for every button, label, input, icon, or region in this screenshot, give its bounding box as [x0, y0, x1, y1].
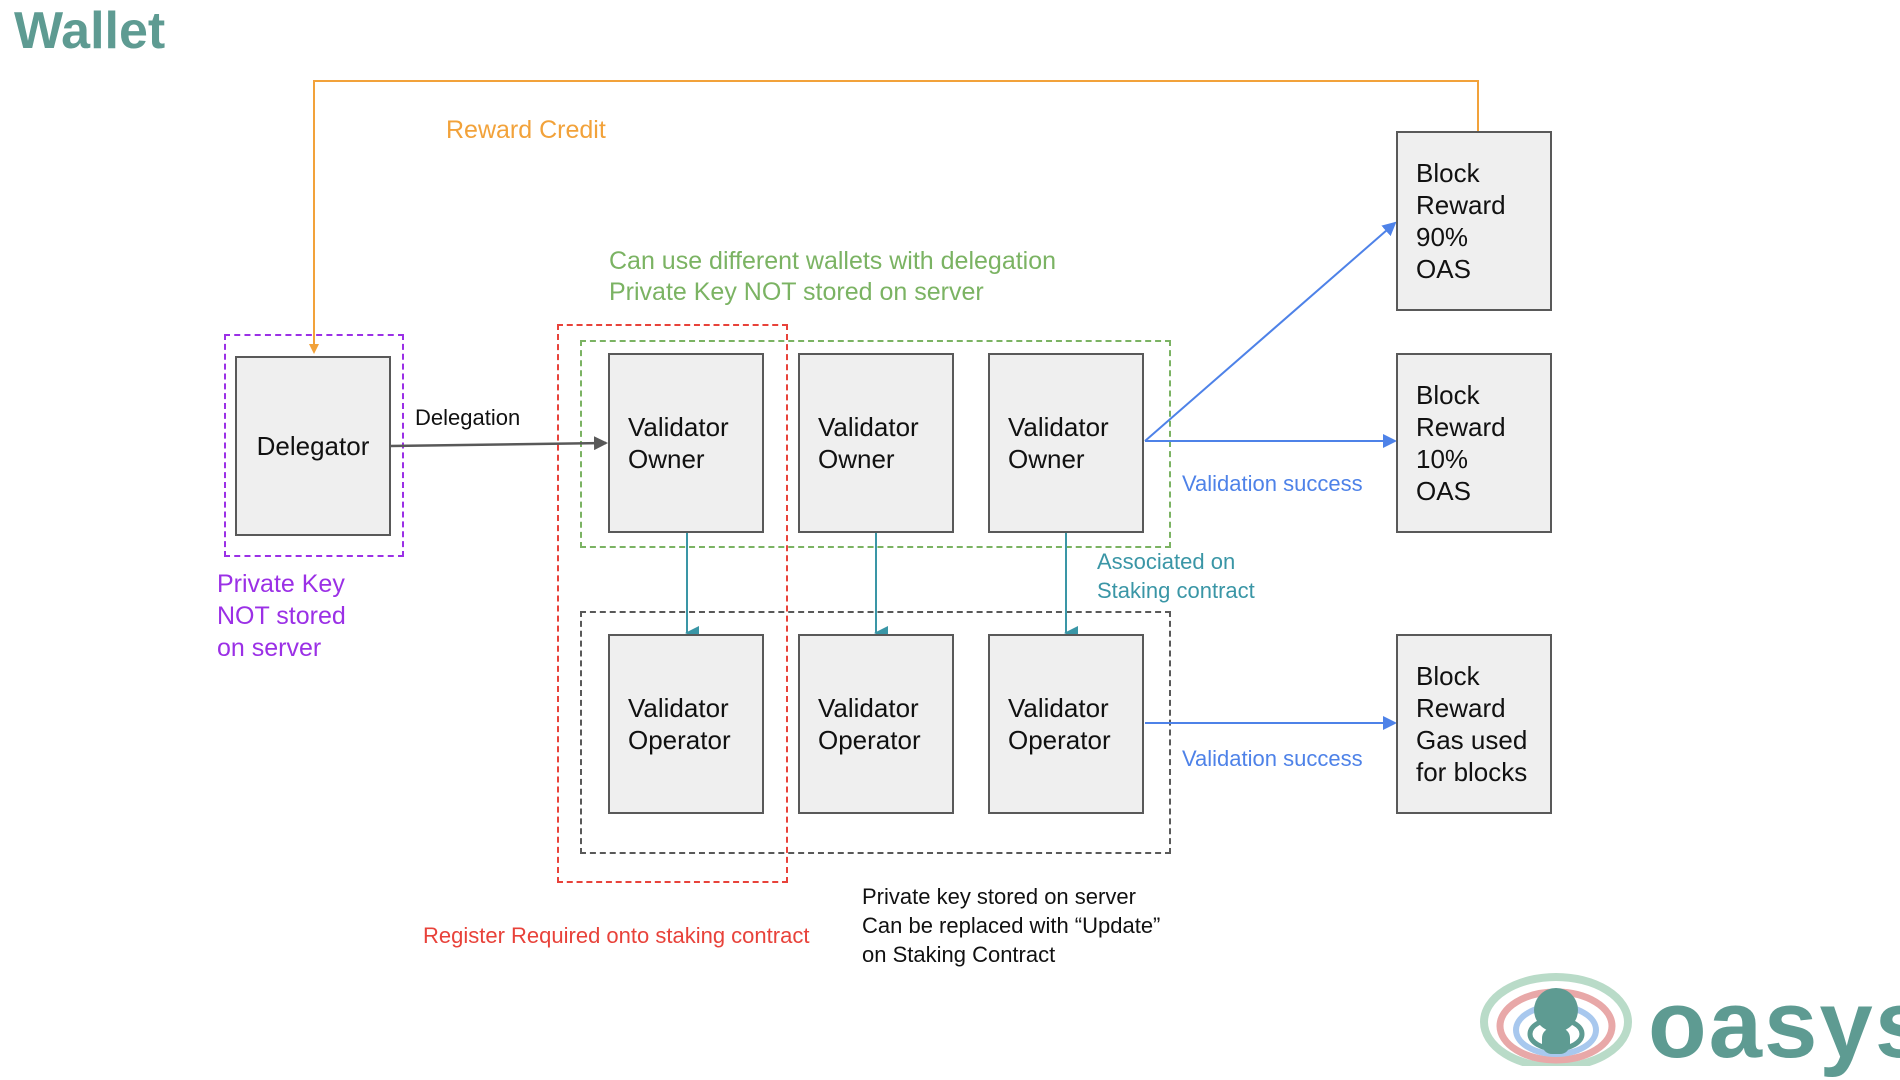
- validator-owner-label-3: Validator Owner: [1008, 412, 1109, 474]
- block-reward-90-node: Block Reward 90% OAS: [1396, 131, 1552, 311]
- delegator-node-label: Delegator: [256, 431, 370, 461]
- validator-owner-node-3: Validator Owner: [988, 353, 1144, 533]
- delegation-note-label: Can use different wallets with delegatio…: [609, 247, 1057, 306]
- page-title: Wallet: [14, 2, 166, 60]
- validator-operator-label-3: Validator Operator: [1008, 693, 1111, 755]
- associated-staking-label: Associated on Staking contract: [1097, 549, 1255, 603]
- block-reward-10-label: Block Reward 10% OAS: [1416, 380, 1506, 506]
- block-reward-gas-label: Block Reward Gas used for blocks: [1416, 661, 1528, 787]
- delegator-private-key-label: Private Key NOT stored on server: [217, 570, 346, 662]
- validator-operator-label-2: Validator Operator: [818, 693, 921, 755]
- validator-owner-node-1: Validator Owner: [608, 353, 764, 533]
- validator-operator-label-1: Validator Operator: [628, 693, 731, 755]
- delegator-node: Delegator: [235, 356, 391, 536]
- reward-credit-label: Reward Credit: [446, 116, 606, 144]
- operator-private-key-label: Private key stored on server Can be repl…: [862, 884, 1161, 967]
- validation-success-label-2: Validation success: [1182, 746, 1363, 771]
- validator-operator-node-2: Validator Operator: [798, 634, 954, 814]
- block-reward-10-node: Block Reward 10% OAS: [1396, 353, 1552, 533]
- reward-credit-arrow: [309, 80, 1479, 354]
- validator-operator-node-3: Validator Operator: [988, 634, 1144, 814]
- validator-owner-label-1: Validator Owner: [628, 412, 729, 474]
- owner-to-reward-90-arrow: [1144, 221, 1397, 442]
- block-reward-gas-node: Block Reward Gas used for blocks: [1396, 634, 1552, 814]
- register-required-label: Register Required onto staking contract: [423, 923, 810, 948]
- oasys-logo-text: oasys: [1648, 971, 1900, 1078]
- register-required-region: [557, 324, 788, 883]
- oasys-logo-icon: [1480, 973, 1632, 1066]
- delegation-label: Delegation: [415, 405, 521, 430]
- delegation-arrow: [389, 436, 608, 451]
- validation-success-label-1: Validation success: [1182, 471, 1363, 496]
- validator-owner-node-2: Validator Owner: [798, 353, 954, 533]
- block-reward-90-label: Block Reward 90% OAS: [1416, 158, 1506, 284]
- validator-operator-node-1: Validator Operator: [608, 634, 764, 814]
- validator-owner-label-2: Validator Owner: [818, 412, 919, 474]
